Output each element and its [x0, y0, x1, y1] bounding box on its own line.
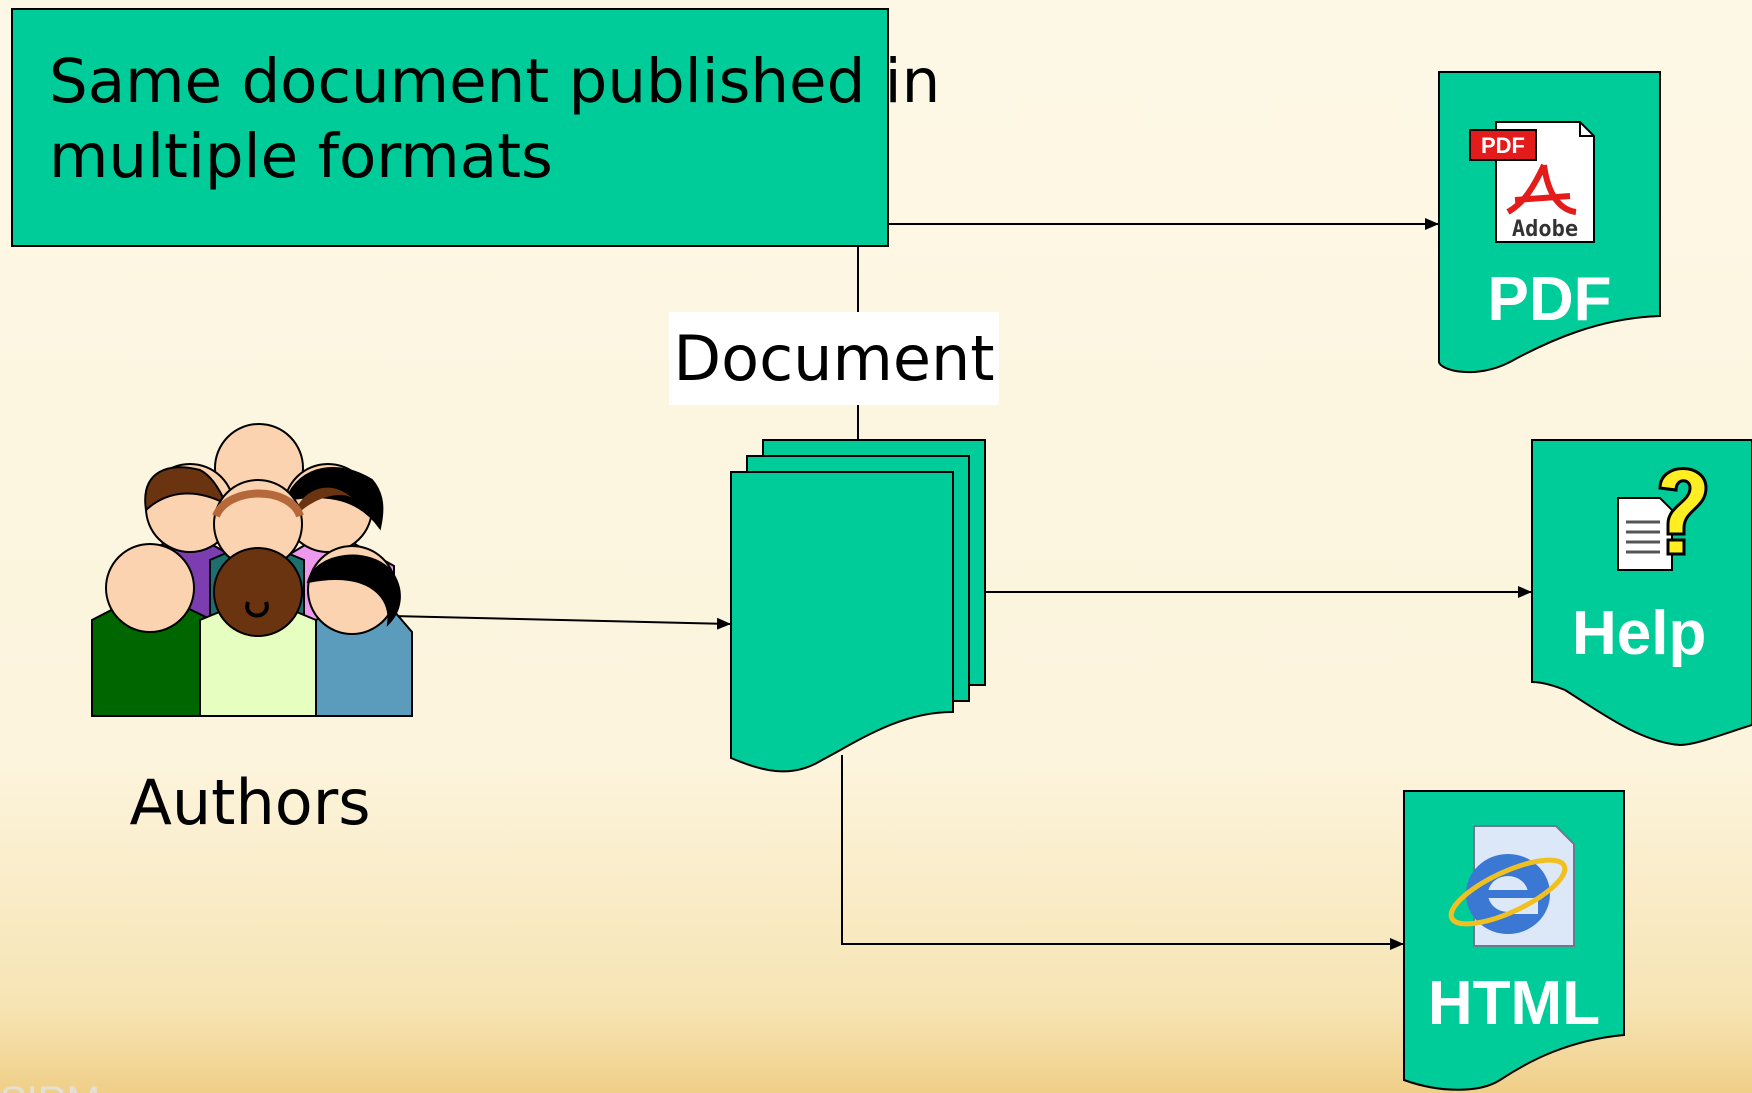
pdf-label: PDF	[1487, 265, 1612, 334]
internet-explorer-icon	[1448, 825, 1575, 947]
callout-text: Same document published in multiple form…	[49, 46, 941, 192]
document-page-front	[730, 471, 954, 773]
arrow-to-html	[841, 755, 1404, 950]
authors-group-icon	[91, 423, 413, 717]
authors-label: Authors	[129, 766, 371, 839]
help-file-icon	[1617, 467, 1708, 571]
pdf-icon-text: PDF	[1481, 133, 1525, 158]
pdf-adobe-icon: PDF Adobe	[1469, 121, 1595, 243]
help-label: Help	[1572, 599, 1707, 668]
arrow-authors-to-document	[391, 615, 731, 630]
footer-logo: SIRM	[0, 1073, 300, 1093]
document-label: Document	[669, 312, 999, 405]
pdf-icon-subtext: Adobe	[1512, 217, 1578, 242]
html-label: HTML	[1427, 969, 1601, 1038]
callout-box	[11, 8, 889, 247]
help-output-shape	[1531, 439, 1752, 747]
document-stack	[730, 439, 986, 773]
